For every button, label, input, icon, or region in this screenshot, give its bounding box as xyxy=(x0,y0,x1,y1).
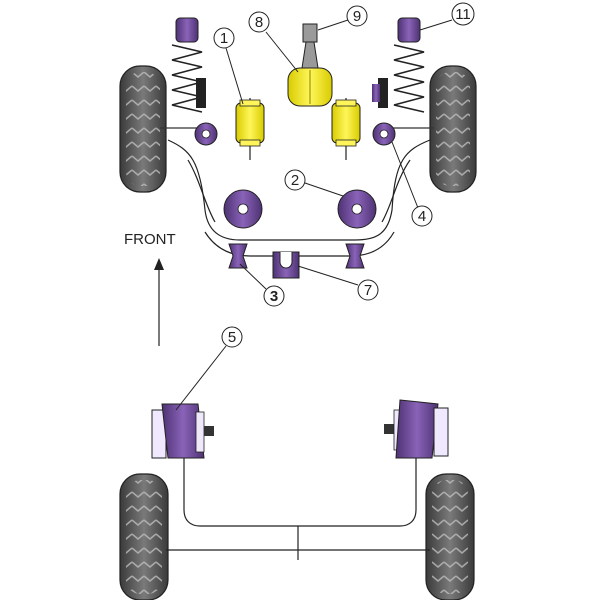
callout-7: 7 xyxy=(297,265,379,301)
rear-suspension xyxy=(119,17,477,279)
front-right-tire xyxy=(425,473,475,600)
rear-left-tire xyxy=(119,65,167,193)
svg-text:11: 11 xyxy=(455,6,471,23)
rear-subframe xyxy=(167,139,431,241)
rear-left-spring xyxy=(171,17,206,113)
rear-right-tire xyxy=(429,65,477,193)
callout-4: 4 xyxy=(391,141,433,227)
callout-5: 5 xyxy=(175,326,243,411)
front-crossmember xyxy=(166,440,430,560)
front-suspension xyxy=(119,399,475,600)
small-bush-right xyxy=(372,122,396,146)
yellow-bush-left xyxy=(235,98,265,160)
d-bush xyxy=(272,251,300,279)
front-label: FRONT xyxy=(124,231,176,248)
yellow-bush-right xyxy=(331,98,361,160)
diff-mount xyxy=(287,23,333,107)
arb-bush-left xyxy=(228,243,248,269)
svg-text:7: 7 xyxy=(364,282,372,299)
callout-11: 11 xyxy=(419,2,475,31)
svg-text:3: 3 xyxy=(270,288,278,305)
svg-text:1: 1 xyxy=(220,30,228,47)
callout-2: 2 xyxy=(284,169,344,197)
front-mount-right xyxy=(384,399,449,459)
front-direction-indicator: FRONT xyxy=(124,231,176,346)
front-mount-left xyxy=(151,403,214,459)
callout-1: 1 xyxy=(213,27,244,105)
callout-8: 8 xyxy=(248,11,299,73)
svg-text:5: 5 xyxy=(228,329,236,346)
svg-text:8: 8 xyxy=(255,14,263,31)
front-left-tire xyxy=(119,473,169,600)
svg-text:9: 9 xyxy=(353,8,361,25)
callouts: 1 2 3 4 5 7 xyxy=(175,2,475,411)
arb-bush-right xyxy=(345,243,365,269)
rear-right-spring xyxy=(372,17,425,113)
callout-9: 9 xyxy=(317,5,368,31)
small-bush-left xyxy=(194,122,218,146)
large-bush-right xyxy=(337,189,377,229)
svg-text:4: 4 xyxy=(418,208,426,225)
anti-roll-bar xyxy=(204,231,395,257)
svg-text:2: 2 xyxy=(291,172,299,189)
large-bush-left xyxy=(223,189,263,229)
callout-3: 3 xyxy=(239,263,285,307)
